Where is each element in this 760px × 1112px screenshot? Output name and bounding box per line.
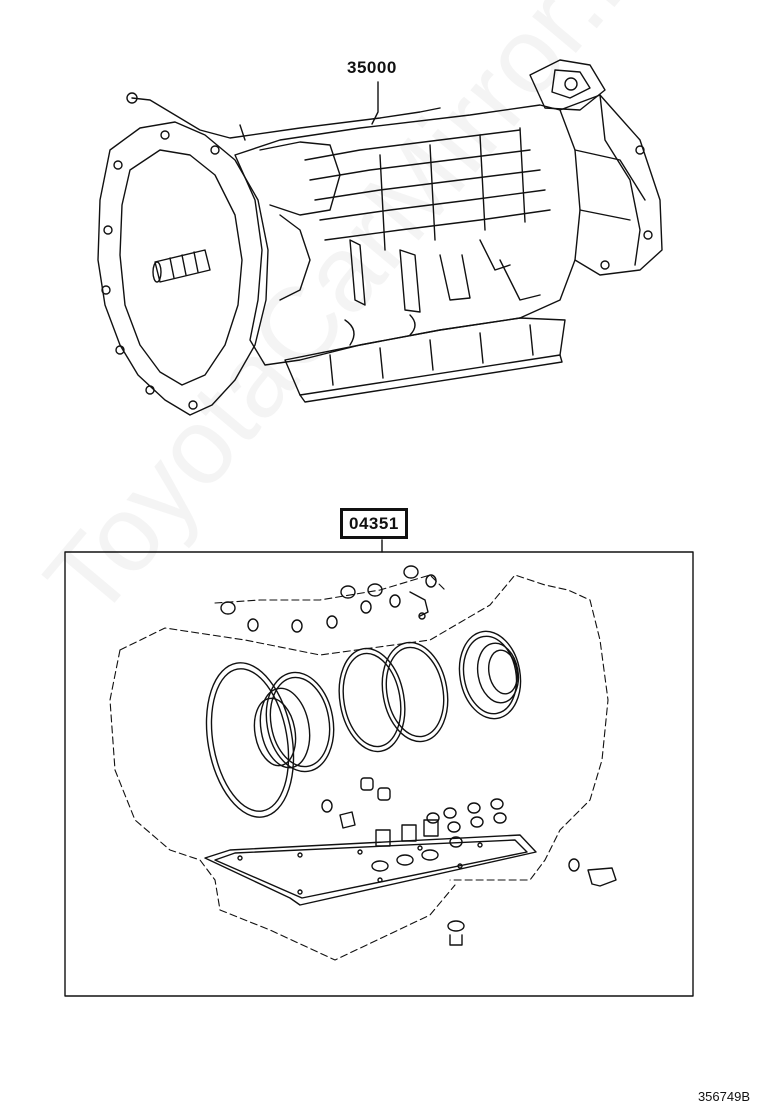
piston-seal-set-right [458,630,522,720]
bell-housing-inner [119,149,243,386]
oil-pan [284,317,566,396]
input-shaft [154,249,211,283]
piston-seal-set-center [338,641,449,753]
filler-tube [131,97,441,139]
o-ring-cluster [426,798,507,848]
extension-housing [559,94,663,276]
bell-housing [97,121,269,416]
top-fitting [529,59,606,111]
leader-line-35000 [371,81,379,125]
part-number-label-gasket-kit[interactable]: 04351 [340,508,408,539]
main-case [234,104,581,366]
phantom-transmission-outline [109,574,609,961]
drain-plug-gasket [447,920,465,932]
part-number-label-transmission[interactable]: 35000 [347,58,397,77]
transmission-assembly-drawing [97,59,663,416]
oil-pan-gasket [204,834,537,906]
gasket-kit-drawing [64,539,694,997]
piston-seal-set-left [205,662,335,818]
plug-row-top [220,565,437,633]
kit-boundary-box [64,551,694,997]
diagram-id-label: 356749B [697,1089,750,1104]
bushings [321,777,439,872]
